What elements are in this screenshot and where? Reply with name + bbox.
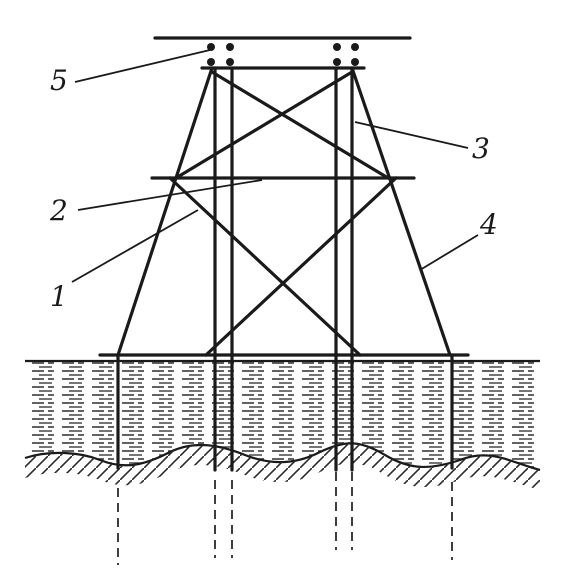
bolt-top-left-1 <box>207 43 215 51</box>
cross-brace-upper-a <box>210 70 390 180</box>
bolt-bottom-left-2 <box>226 58 234 66</box>
bolt-bottom-right-1 <box>333 58 341 66</box>
label-inclined-leg: 4 <box>479 208 498 241</box>
bolt-bottom-right-2 <box>351 58 359 66</box>
inclined-leg-right <box>350 66 452 357</box>
cross-brace-lower-a <box>168 176 362 357</box>
leader-2 <box>77 179 263 211</box>
label-pile: 1 <box>50 280 68 313</box>
bolt-top-right-2 <box>351 43 359 51</box>
leader-5 <box>74 49 211 83</box>
bolt-top-left-2 <box>226 43 234 51</box>
leader-4 <box>419 234 479 271</box>
bolt-bottom-left-1 <box>207 58 215 66</box>
bolt-top-right-1 <box>333 43 341 51</box>
label-vertical-leg: 3 <box>472 132 490 165</box>
cross-brace-upper-b <box>174 70 354 180</box>
leader-3 <box>354 121 469 149</box>
water-body <box>25 362 540 470</box>
label-deck-connection: 5 <box>50 64 68 97</box>
leader-1 <box>71 209 199 283</box>
seabed-soil <box>25 443 540 490</box>
label-horizontal-brace: 2 <box>49 194 68 227</box>
inclined-leg-left <box>116 66 214 357</box>
cross-brace-lower-b <box>204 176 398 357</box>
deck-connection-bolts <box>207 43 359 66</box>
